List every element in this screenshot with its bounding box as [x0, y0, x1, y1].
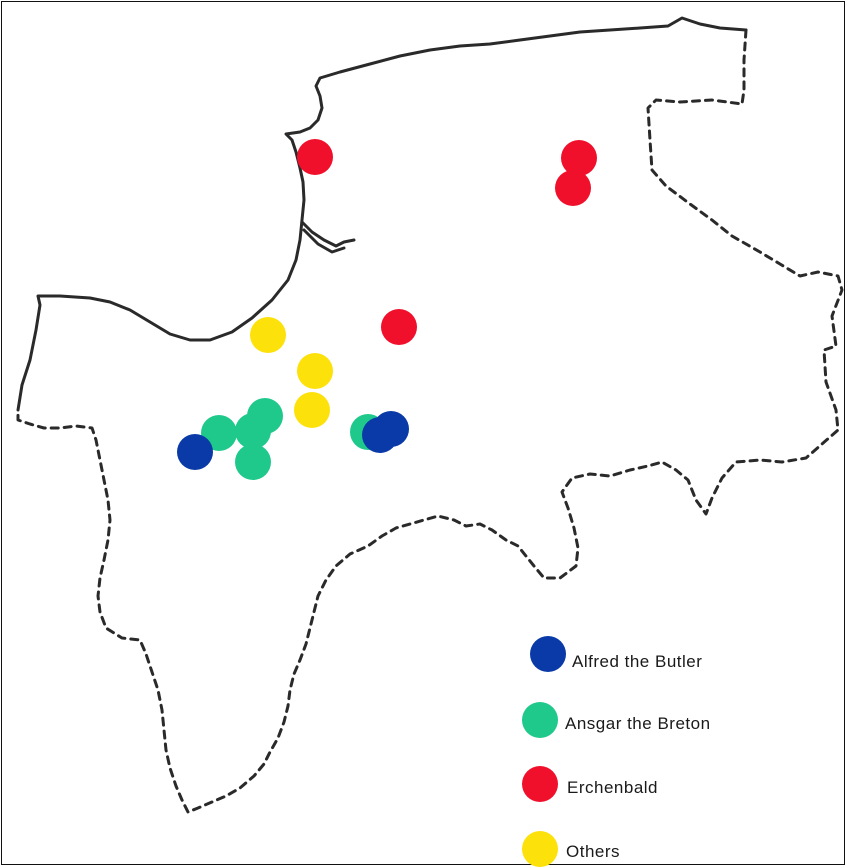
marker-others[interactable] [297, 353, 333, 389]
markers-ansgar [201, 398, 386, 480]
legend-item-others: Others [522, 831, 620, 867]
marker-ansgar[interactable] [201, 415, 237, 451]
marker-alfred[interactable] [177, 434, 213, 470]
marker-erchenbald[interactable] [561, 140, 597, 176]
legend: Alfred the Butler Ansgar the Breton Erch… [522, 636, 711, 867]
legend-label-alfred: Alfred the Butler [572, 652, 702, 671]
marker-others[interactable] [294, 392, 330, 428]
marker-erchenbald[interactable] [381, 309, 417, 345]
legend-item-erchenbald: Erchenbald [522, 766, 658, 802]
county-border [16, 28, 844, 814]
legend-item-alfred: Alfred the Butler [530, 636, 702, 672]
legend-swatch-others [522, 831, 558, 867]
marker-ansgar[interactable] [235, 413, 271, 449]
markers-others [250, 317, 333, 428]
estuary-inlet [300, 220, 356, 254]
legend-label-erchenbald: Erchenbald [567, 778, 658, 797]
marker-ansgar[interactable] [235, 444, 271, 480]
legend-item-ansgar: Ansgar the Breton [522, 702, 711, 738]
marker-others[interactable] [250, 317, 286, 353]
legend-swatch-alfred [530, 636, 566, 672]
marker-alfred[interactable] [373, 411, 409, 447]
legend-label-others: Others [566, 842, 620, 861]
marker-erchenbald[interactable] [555, 170, 591, 206]
legend-label-ansgar: Ansgar the Breton [565, 714, 711, 733]
markers-alfred [177, 411, 409, 470]
coastline [16, 16, 748, 412]
legend-swatch-ansgar [522, 702, 558, 738]
markers-erchenbald [297, 139, 597, 345]
marker-erchenbald[interactable] [297, 139, 333, 175]
legend-swatch-erchenbald [522, 766, 558, 802]
